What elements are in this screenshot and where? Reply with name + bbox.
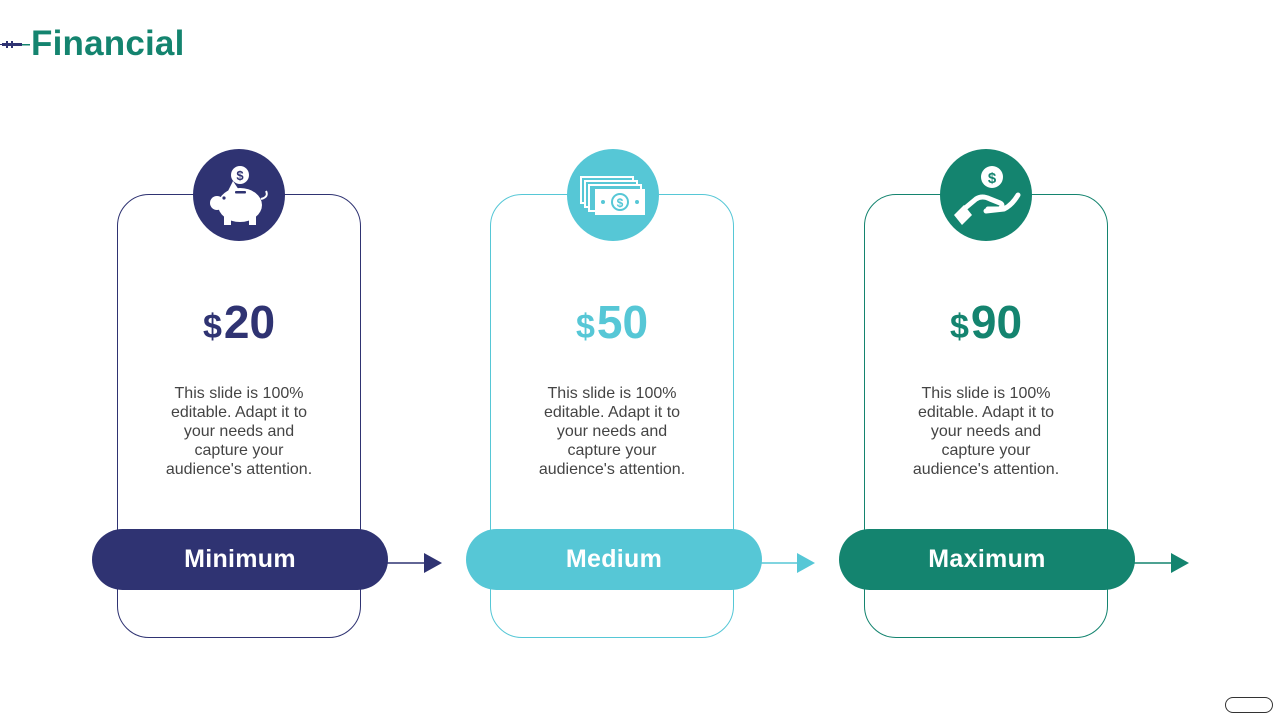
- svg-text:$: $: [236, 168, 244, 183]
- price-amount: 20: [223, 296, 276, 348]
- currency-symbol: $: [949, 308, 969, 346]
- price-amount: 90: [970, 296, 1023, 348]
- tier-price: $90: [864, 296, 1108, 360]
- cash-stack-icon: $: [580, 176, 645, 215]
- title-bar: Financial: [0, 22, 185, 66]
- piggy-bank-icon: $: [210, 166, 268, 225]
- price-amount: 50: [596, 296, 649, 348]
- page-title: Financial: [31, 24, 185, 63]
- maximum-button[interactable]: Maximum: [839, 529, 1135, 590]
- tier-description: This slide is 100% editable. Adapt it to…: [912, 385, 1060, 478]
- tier-description: This slide is 100% editable. Adapt it to…: [538, 385, 686, 478]
- arrow-right-icon: [1133, 550, 1193, 576]
- tier-icon-circle: $: [193, 149, 285, 241]
- currency-symbol: $: [202, 308, 222, 346]
- minimum-button[interactable]: Minimum: [92, 529, 388, 590]
- slide-nav-button[interactable]: [1225, 697, 1273, 713]
- arrow-right-icon: [386, 550, 446, 576]
- tier-icon-circle: $: [567, 149, 659, 241]
- tier-description: This slide is 100% editable. Adapt it to…: [165, 385, 313, 478]
- currency-symbol: $: [575, 308, 595, 346]
- tier-price: $20: [117, 296, 361, 360]
- pen-icon: [0, 41, 30, 48]
- hand-coin-icon: $: [954, 166, 1021, 225]
- medium-button[interactable]: Medium: [466, 529, 762, 590]
- svg-text:$: $: [617, 196, 624, 210]
- svg-text:$: $: [988, 170, 997, 187]
- tier-price: $50: [490, 296, 734, 360]
- tier-icon-circle: $: [940, 149, 1032, 241]
- arrow-right-icon: [759, 550, 819, 576]
